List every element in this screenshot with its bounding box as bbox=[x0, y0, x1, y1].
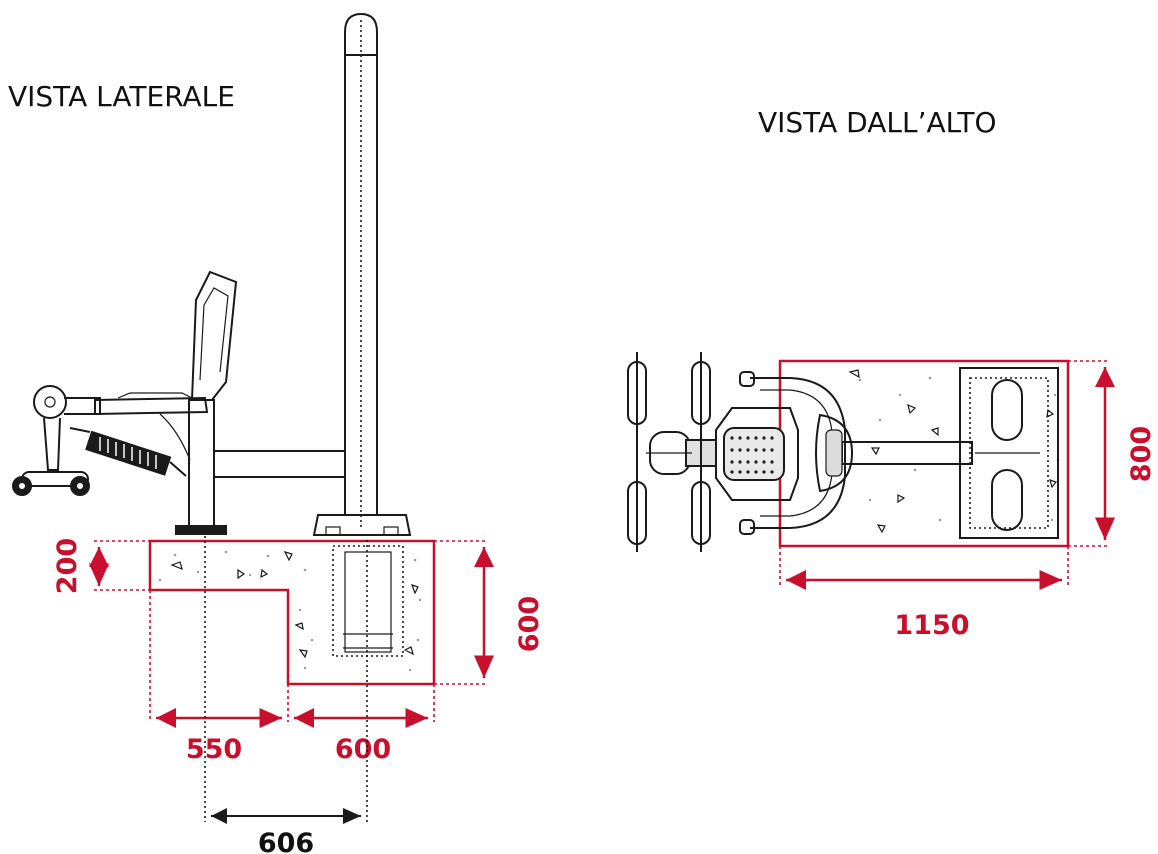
top-view: 800 1150 bbox=[627, 352, 1157, 641]
dim-1150: 1150 bbox=[894, 610, 969, 641]
dim-600-vertical: 600 bbox=[514, 596, 545, 652]
side-seat-foot bbox=[175, 525, 227, 535]
side-beam bbox=[213, 450, 346, 478]
top-foundation-texture bbox=[848, 369, 1060, 534]
side-shock-absorber bbox=[85, 430, 172, 476]
side-base-plate bbox=[312, 514, 412, 536]
top-post-lower bbox=[991, 469, 1023, 531]
side-foundation-texture bbox=[158, 550, 422, 672]
dim-200: 200 bbox=[52, 538, 83, 594]
dim-600-horizontal: 600 bbox=[335, 734, 391, 765]
dim-800: 800 bbox=[1126, 426, 1157, 482]
side-seat-post bbox=[188, 399, 215, 527]
top-frame bbox=[750, 377, 846, 529]
side-anchor-cage bbox=[332, 545, 404, 657]
side-anchor-inner bbox=[344, 551, 392, 653]
side-pivot bbox=[33, 385, 67, 419]
side-seat bbox=[94, 396, 209, 416]
dim-606: 606 bbox=[258, 828, 314, 854]
top-base-plate bbox=[959, 367, 1059, 539]
side-leg-arm bbox=[43, 417, 61, 471]
dim-550: 550 bbox=[186, 734, 242, 765]
side-view: 200 600 550 600 606 bbox=[12, 12, 545, 854]
top-backrest bbox=[815, 413, 854, 493]
side-post-cap bbox=[344, 12, 378, 56]
side-view-title: VISTA LATERALE bbox=[8, 80, 235, 113]
top-seat bbox=[715, 407, 799, 501]
top-view-title: VISTA DALL’ALTO bbox=[758, 106, 997, 139]
side-backrest bbox=[190, 270, 238, 401]
top-post-upper bbox=[991, 379, 1023, 441]
